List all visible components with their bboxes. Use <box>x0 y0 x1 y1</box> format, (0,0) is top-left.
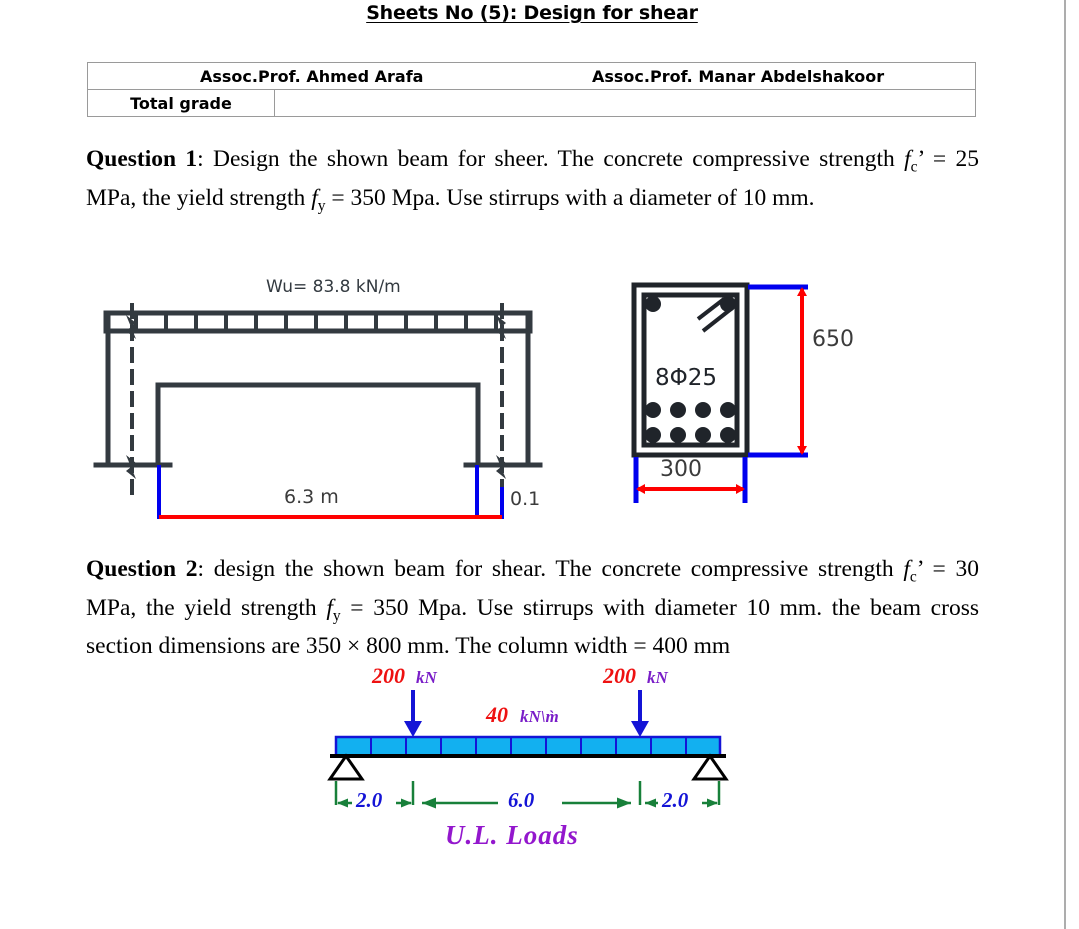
udl-value: 40 <box>486 702 508 727</box>
question-1-text-a: Design the shown beam for sheer. The con… <box>203 146 905 172</box>
dimension-arrowheads <box>337 797 718 809</box>
figure-beam-cross-section: 650 300 8Φ25 <box>612 275 902 515</box>
figure-caption: U.L. Loads <box>445 820 579 850</box>
arrow-l1 <box>337 798 348 808</box>
point-load-1-unit: kN <box>416 668 437 687</box>
dimension-extension-lines <box>157 465 504 519</box>
leader-line-1 <box>696 297 726 321</box>
support-right-icon <box>691 753 729 781</box>
table-row: Total grade <box>87 89 976 117</box>
bar-row2-4 <box>720 427 736 443</box>
point-load-2-unit: kN <box>647 668 668 687</box>
question-2-colon: : <box>197 556 205 582</box>
width-dimension-label: 300 <box>660 457 702 482</box>
width-arrow-right <box>736 484 745 494</box>
professor-names-cell: Assoc.Prof. Ahmed Arafa Assoc.Prof. Manar… <box>87 62 976 90</box>
fc-prime: ’ <box>917 146 924 172</box>
depth-arrow-bottom <box>797 446 807 455</box>
rebar-label: 8Φ25 <box>655 365 718 391</box>
dimension-middle-label: 6.0 <box>508 788 535 812</box>
question-1-label: Question 1 <box>86 146 198 172</box>
beam-loads-svg <box>327 690 729 809</box>
cross-section-svg <box>631 282 808 503</box>
point-load-1-arrowhead <box>404 721 422 737</box>
question-1-text-c: = 350 Mpa. Use stirrups with a diameter … <box>325 184 815 211</box>
fy-subscript: y <box>332 607 341 625</box>
point-load-1-value: 200 <box>372 663 405 688</box>
arrow-l2 <box>401 798 412 808</box>
beam-segment-dividers <box>370 737 687 756</box>
point-load-2-arrowhead <box>631 721 649 737</box>
fc-subscript: c <box>909 568 917 586</box>
total-grade-label: Total grade <box>87 89 275 117</box>
bar-row1-4 <box>720 402 736 418</box>
leader-line-2 <box>701 307 733 333</box>
width-extension-lines <box>633 457 748 503</box>
uniform-load-label: Wu= 83.8 kN/m <box>266 277 401 297</box>
bar-row2-3 <box>695 427 711 443</box>
stirrup-leader-lines <box>696 297 733 333</box>
bar-row1-3 <box>695 402 711 418</box>
grade-table: Assoc.Prof. Ahmed Arafa Assoc.Prof. Manar… <box>87 62 976 117</box>
right-break-top-icon <box>496 315 506 339</box>
support-left-icon <box>327 753 365 781</box>
figure-frame-beam-elevation: Wu= 83.8 kN/m 6.3 m 0.1 <box>90 275 570 535</box>
right-break-bottom-icon <box>496 455 506 479</box>
question-2-text-c: = 350 Mpa. Use stirrups with diameter 10… <box>86 594 979 660</box>
question-2-label: Question 2 <box>86 556 198 582</box>
professor-1-name: Assoc.Prof. Ahmed Arafa <box>200 66 424 86</box>
fc-subscript: c <box>910 158 918 176</box>
bar-top-left <box>645 296 661 312</box>
left-break-top-icon <box>126 315 136 339</box>
depth-arrow-top <box>797 287 807 296</box>
page-edge-line <box>1064 0 1066 929</box>
udl-unit: kN\m̀ <box>520 707 559 726</box>
table-row: Assoc.Prof. Ahmed Arafa Assoc.Prof. Manar… <box>87 62 976 90</box>
stirrup-outline <box>641 292 740 448</box>
fc-symbol: f <box>903 556 910 582</box>
fy-symbol: f <box>326 594 333 621</box>
total-grade-value[interactable] <box>274 89 976 117</box>
fy-symbol: f <box>311 184 318 211</box>
question-2-text-b: = 30 MPa, the yield strength <box>86 556 979 621</box>
question-1-paragraph: Question 1: Design the shown beam for sh… <box>86 144 979 221</box>
bar-row1-1 <box>645 402 661 418</box>
fc-symbol: f <box>904 146 911 172</box>
arrow-m2 <box>617 797 631 809</box>
bar-row1-2 <box>670 402 686 418</box>
span-dimension-label: 6.3 m <box>284 486 339 508</box>
frame-beam-svg <box>93 303 543 519</box>
fy-subscript: y <box>317 197 326 215</box>
point-load-arrows <box>404 690 649 737</box>
fc-prime: ’ <box>916 556 923 582</box>
question-1-text-b: = 25 MPa, the yield strength <box>86 146 979 211</box>
reinforcement-bars <box>645 296 736 443</box>
arrow-m1 <box>422 797 436 809</box>
arrow-r2 <box>707 798 718 808</box>
depth-extension-lines <box>748 284 808 458</box>
width-dimension-line <box>636 484 745 494</box>
overhang-dimension-label: 0.1 <box>510 488 541 510</box>
figure-simply-supported-beam: 200 kN 200 kN 40 kN\m̀ 2.0 6.0 2.0 U.L. … <box>300 655 770 875</box>
point-load-2-value: 200 <box>603 663 636 688</box>
column-break-symbols <box>126 315 506 479</box>
bar-row2-1 <box>645 427 661 443</box>
width-arrow-left <box>636 484 645 494</box>
beam-body <box>334 735 722 758</box>
dimension-right-label: 2.0 <box>662 788 689 812</box>
arrow-r1 <box>645 798 656 808</box>
bar-row2-2 <box>670 427 686 443</box>
question-1-colon: : <box>197 146 204 172</box>
page-title: Sheets No (5): Design for shear <box>366 2 698 24</box>
question-2-text-a: design the shown beam for shear. The con… <box>204 556 904 582</box>
beam-soffit <box>155 382 481 468</box>
bar-top-right <box>720 296 736 312</box>
depth-dimension-line <box>797 287 807 455</box>
left-break-bottom-icon <box>126 455 136 479</box>
uniform-load-ticks <box>134 311 498 333</box>
dimension-left-label: 2.0 <box>356 788 383 812</box>
professor-2-name: Assoc.Prof. Manar Abdelshakoor <box>592 66 885 86</box>
question-2-paragraph: Question 2: design the shown beam for sh… <box>86 554 979 662</box>
depth-dimension-label: 650 <box>812 327 854 352</box>
